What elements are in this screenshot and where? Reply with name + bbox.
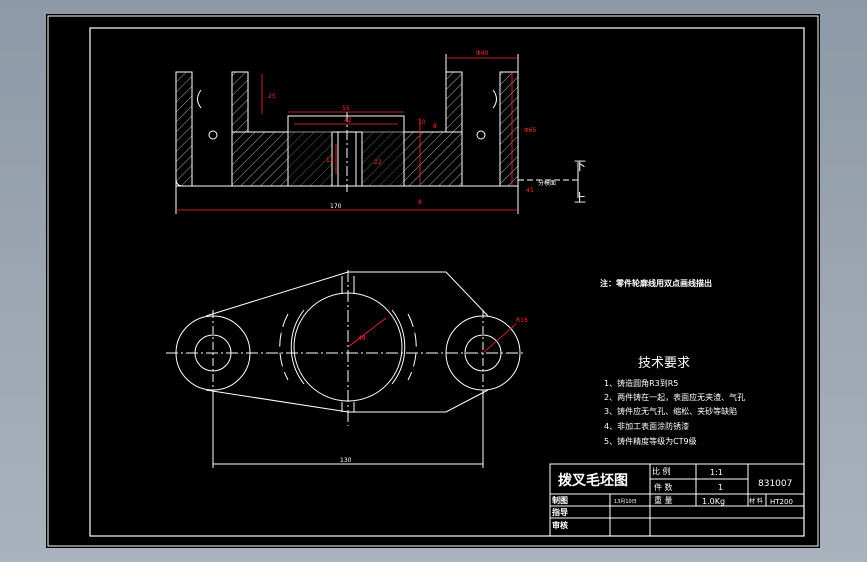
- review-label: 审核: [552, 520, 568, 530]
- dim-8: 8: [433, 123, 437, 130]
- weight-value: 1.0Kg: [702, 497, 725, 506]
- note-text: 注：零件轮廓线用双点画线描出: [600, 278, 712, 288]
- dim-22: 22: [374, 159, 382, 166]
- guide-label: 指导: [552, 507, 568, 517]
- parting-lower-label: 上: [574, 191, 586, 205]
- material-value: HT200: [770, 498, 793, 506]
- inner-frame: [89, 27, 805, 537]
- drawing-title: 拨叉毛坯图: [558, 472, 628, 489]
- tech-item: 4、非加工表面涂防锈漆: [604, 421, 689, 431]
- tech-heading: 技术要求: [638, 356, 690, 371]
- drawn-label: 制图: [552, 495, 568, 505]
- top-view-leaders: [347, 317, 517, 354]
- parting-upper-label: 下: [574, 159, 586, 173]
- scale-label: 比 例: [652, 466, 671, 476]
- dim-12: 12: [326, 157, 334, 164]
- tech-item: 1、铸造圆角R3到R5: [604, 378, 678, 388]
- top-view: [166, 270, 526, 468]
- dim-d40: Φ40: [476, 50, 489, 57]
- dim-42: 42: [344, 117, 352, 124]
- dim-25: 25: [268, 93, 276, 100]
- parting-face-label: 分模面: [538, 179, 556, 187]
- drawing-number: 831007: [758, 479, 792, 489]
- dim-r8: 8: [418, 199, 422, 206]
- weight-label: 重 量: [654, 495, 673, 505]
- drawn-date: 13月10日: [614, 499, 637, 505]
- tech-item: 2、两件铸在一起，表面应无夹渣、气孔: [604, 392, 745, 402]
- tech-item: 3、铸件应无气孔、缩松、夹砂等缺陷: [604, 406, 737, 416]
- outer-frame: [47, 15, 819, 547]
- drawing-canvas[interactable]: 170 55 42 Φ40 25 10 8 22 Φ65 8 12 45 下 上…: [46, 14, 820, 548]
- cad-drawing: 170 55 42 Φ40 25 10 8 22 Φ65 8 12 45 下 上…: [47, 15, 819, 547]
- section-dimensions: [176, 57, 518, 211]
- tech-item: 5、铸件精度等级为CT9级: [604, 436, 697, 446]
- section-view: [175, 54, 579, 214]
- scale-value: 1:1: [710, 468, 723, 477]
- qty-label: 件 数: [654, 482, 673, 492]
- dim-hole-spacing: 130: [340, 457, 352, 464]
- dim-55: 55: [342, 105, 350, 112]
- qty-value: 1: [718, 483, 723, 492]
- dim-overall-length: 170: [330, 203, 342, 210]
- dim-d65: Φ65: [524, 127, 537, 134]
- dim-10: 10: [418, 119, 426, 126]
- dim-dia16: R16: [516, 317, 528, 324]
- dim-45: 45: [526, 187, 534, 194]
- material-label: 材 料: [749, 497, 763, 505]
- dim-dia48: 48: [358, 335, 366, 342]
- title-block: [549, 463, 805, 537]
